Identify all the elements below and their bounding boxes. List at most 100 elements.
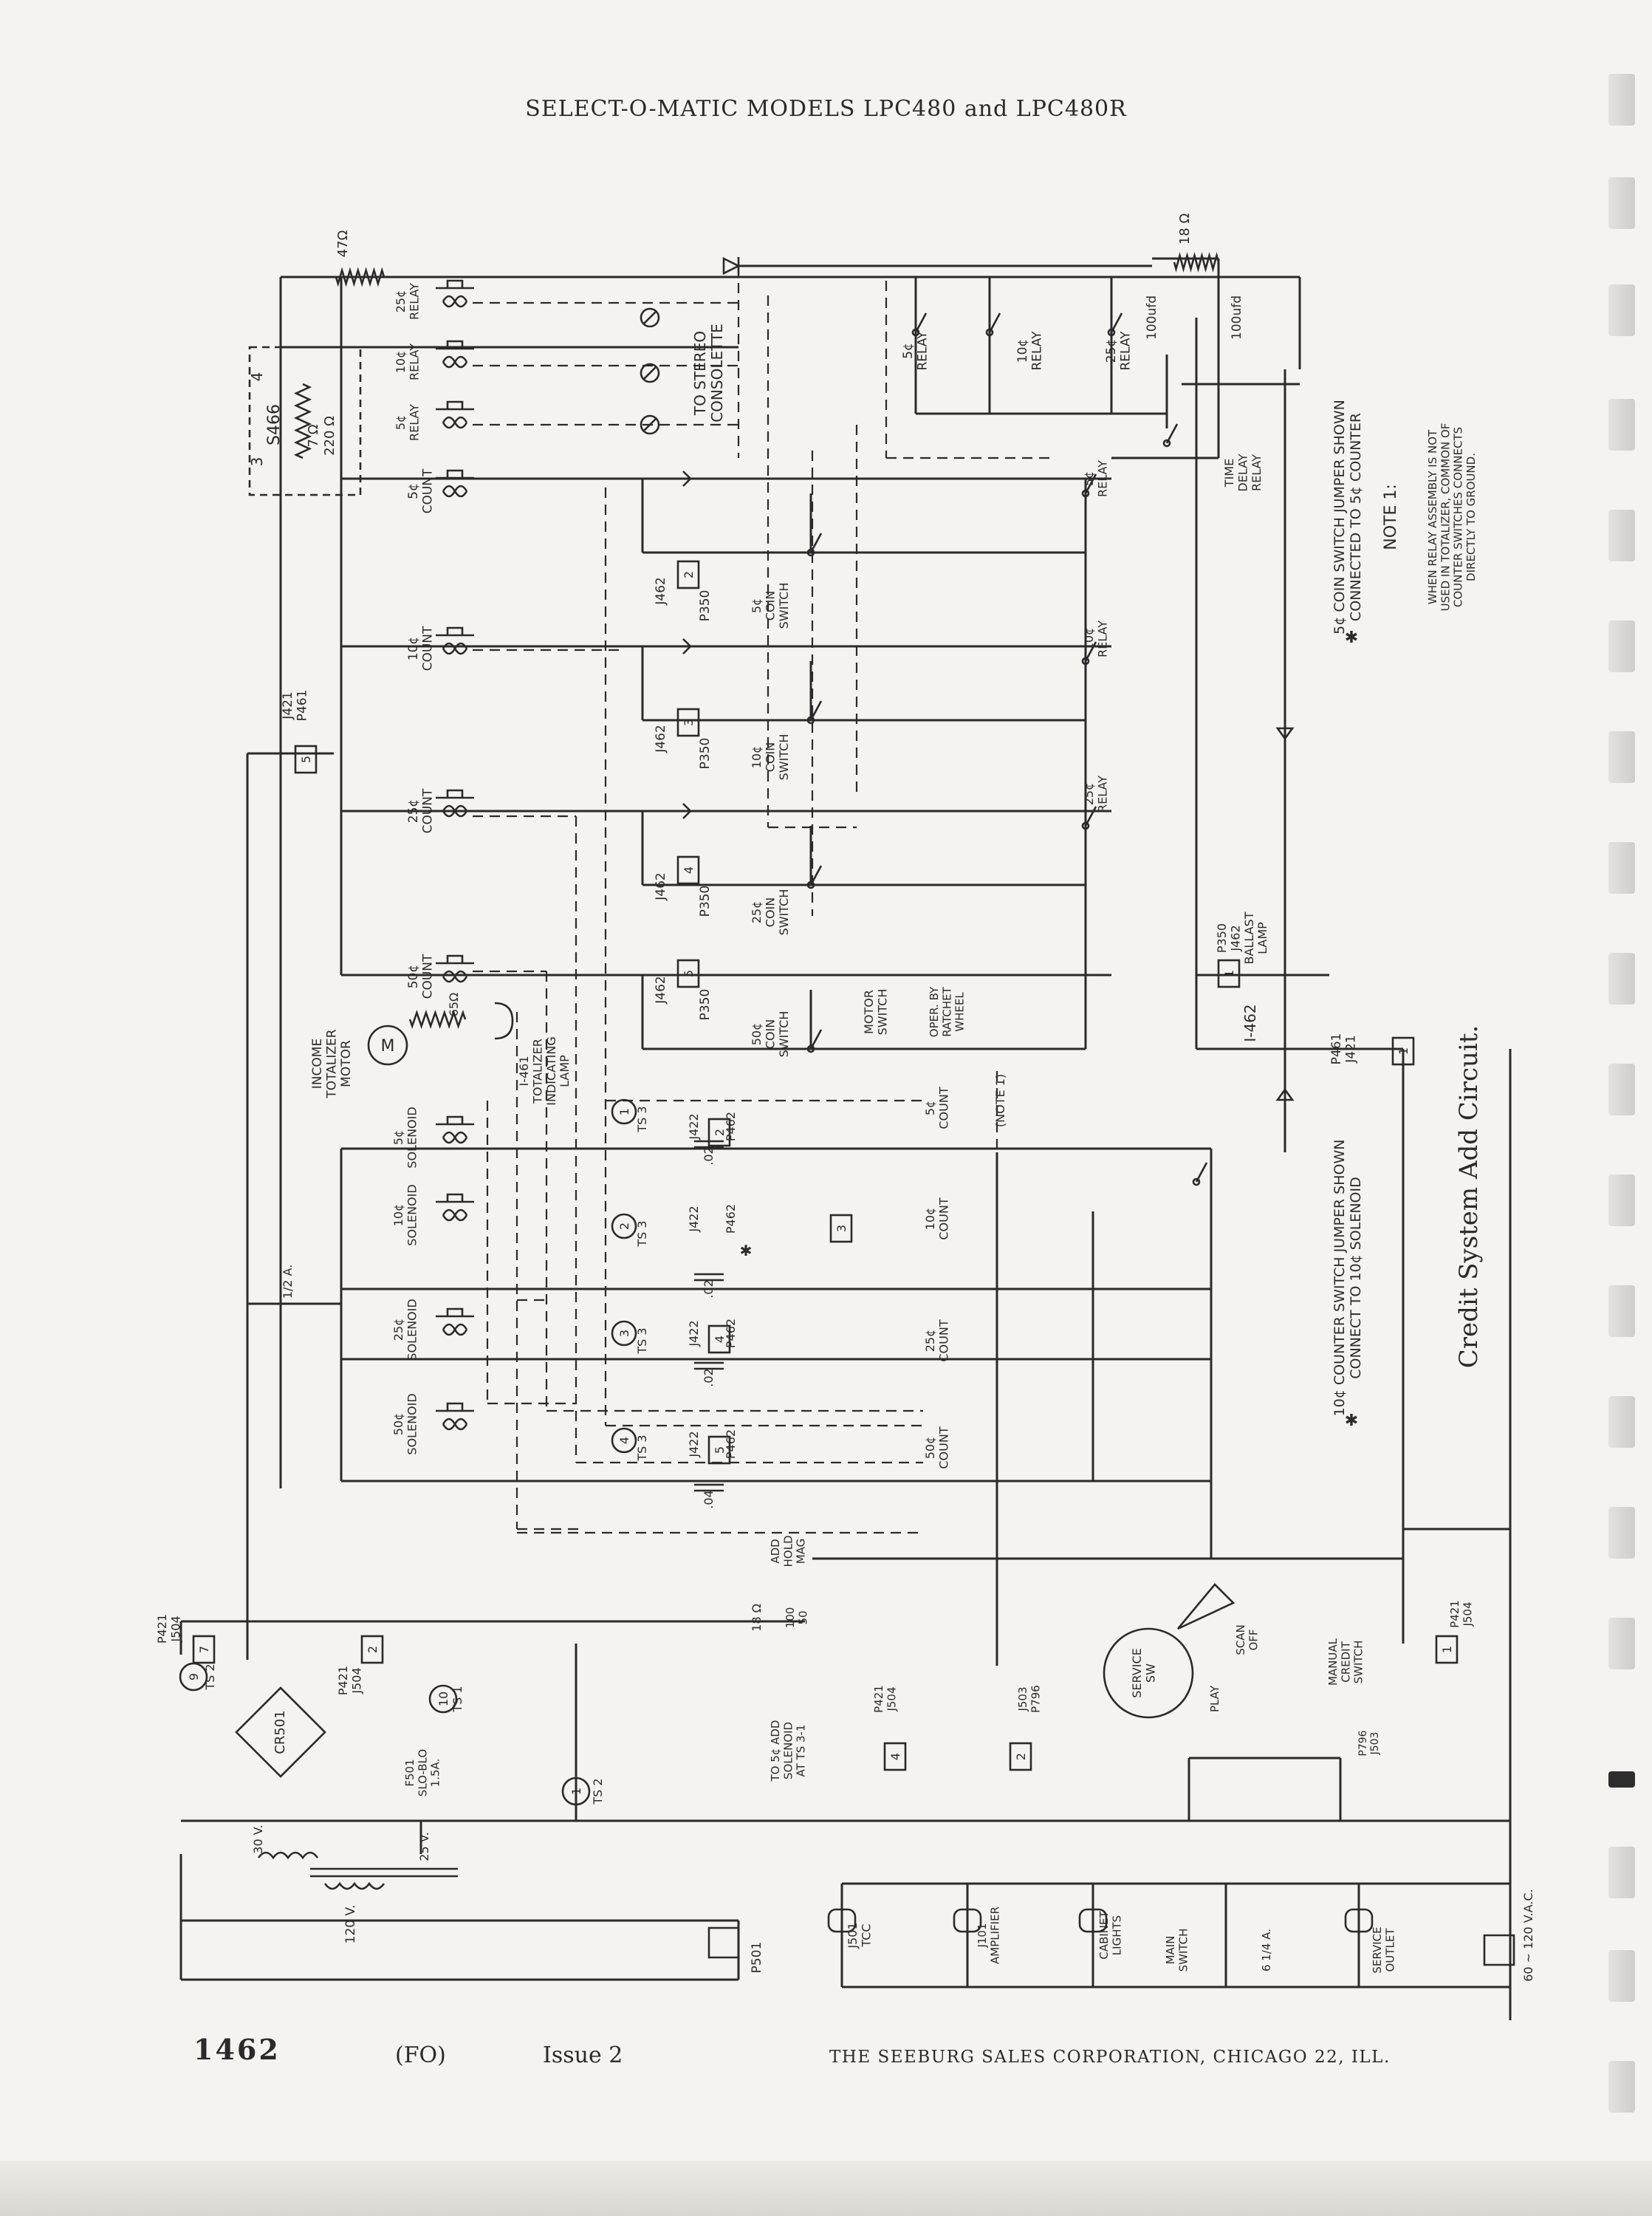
ts3-terminal-num-line: 1 bbox=[617, 1108, 631, 1115]
resistor-label-line: 7 Ω bbox=[306, 424, 321, 447]
service-switch bbox=[1103, 1627, 1194, 1719]
pin-box bbox=[707, 1324, 731, 1354]
bridge-rectifier bbox=[235, 1686, 326, 1778]
pin-box-pin: 5 bbox=[713, 1446, 727, 1454]
capacitor-label-line: 100ufd bbox=[1230, 295, 1244, 340]
footer-code: (FO) bbox=[395, 2042, 446, 2068]
coin-switch-label-line: 50¢ bbox=[750, 1023, 764, 1046]
outlet-symbol bbox=[1344, 1908, 1374, 1933]
j422-label: J422 bbox=[687, 1431, 701, 1457]
to-5c-add-label-line: TO 5¢ ADD bbox=[769, 1720, 782, 1782]
cap-02-label: .02 bbox=[702, 1368, 716, 1386]
pin-box bbox=[707, 1118, 731, 1147]
coin-switch-label-line: 10¢ bbox=[750, 746, 764, 769]
service-sw-play-line: PLAY bbox=[1208, 1685, 1221, 1712]
motor-switch-label-line: MOTOR bbox=[862, 990, 876, 1034]
i461-label-line: I-461 bbox=[517, 1056, 531, 1086]
service-sw-play: PLAY bbox=[1208, 1685, 1221, 1712]
p462-label-line: P462 bbox=[724, 1112, 738, 1141]
lower-count-label-line: 50¢ bbox=[923, 1437, 937, 1460]
relay-coil bbox=[436, 279, 474, 308]
ts3-label-line: TS 3 bbox=[635, 1106, 649, 1132]
pin-box bbox=[1009, 1742, 1032, 1771]
binder-tab bbox=[1608, 284, 1635, 336]
j462-label: J462 bbox=[654, 872, 668, 900]
manual-credit-label-line: MANUAL bbox=[1326, 1638, 1340, 1686]
coil-cap bbox=[446, 469, 464, 478]
cap-02-label-line: .02 bbox=[702, 1368, 716, 1386]
cap-02-label-line: .02 bbox=[702, 1279, 716, 1298]
solenoid-label-line: 25¢ bbox=[391, 1319, 405, 1341]
pin-box bbox=[676, 959, 700, 988]
binder-tab bbox=[1608, 399, 1635, 451]
pin-box bbox=[676, 560, 700, 589]
pin-box-pin-line: 3 bbox=[682, 719, 696, 726]
coin-switch-label-line: SWITCH bbox=[777, 889, 791, 936]
p350-label-line: P350 bbox=[698, 738, 713, 770]
count-coil bbox=[436, 469, 474, 498]
binder-tab bbox=[1608, 1507, 1635, 1559]
note1-text-line: COUNTER SWITCHES CONNECTS bbox=[1452, 427, 1465, 607]
cap-02-label: .04 bbox=[702, 1490, 716, 1508]
count-coil bbox=[436, 626, 474, 655]
coin-switch-contact-pivot bbox=[806, 548, 815, 557]
relay-contact-pivot bbox=[1081, 489, 1090, 498]
ts-label-line: TS 2 bbox=[591, 1778, 605, 1805]
solenoid-label-line: SOLENOID bbox=[405, 1184, 419, 1245]
diode bbox=[722, 256, 741, 276]
plug-p501 bbox=[707, 1926, 740, 1959]
resistor-label: 7 Ω bbox=[306, 424, 321, 447]
relay-label-line: 10¢ bbox=[1015, 339, 1030, 363]
coin-switch-contact-pivot bbox=[806, 880, 815, 889]
lower-count-label-line: COUNT bbox=[936, 1319, 950, 1361]
relay-label-line: RELAY bbox=[1095, 776, 1109, 813]
diagram-caption-line: Credit System Add Circuit. bbox=[1454, 1025, 1484, 1369]
relay-coil-label-line: RELAY bbox=[407, 283, 421, 320]
cap-02-label: .02 bbox=[702, 1279, 716, 1298]
service-outlet-label-line: OUTLET bbox=[1383, 1928, 1396, 1972]
relay-part: S466 bbox=[265, 404, 284, 445]
pin-box-pin: 1 bbox=[1396, 1047, 1411, 1055]
capacitor-label: 100ufd bbox=[1230, 295, 1244, 340]
fuse-label: 1/2 A. bbox=[281, 1265, 295, 1299]
connector-arrow bbox=[682, 638, 692, 654]
lower-count-label: 50¢COUNT bbox=[923, 1426, 950, 1468]
solenoid-label: 5¢SOLENOID bbox=[391, 1107, 419, 1168]
coil-winding bbox=[442, 485, 468, 498]
j422-label-line: J422 bbox=[687, 1206, 701, 1232]
outlet-cabinet-label-line: CABINET bbox=[1097, 1911, 1111, 1960]
resistor-label: 220 Ω bbox=[322, 416, 337, 456]
pin-box-pin-line: 4 bbox=[682, 866, 696, 874]
connector-arrow bbox=[682, 471, 692, 487]
coil-cap bbox=[446, 340, 464, 349]
count-label-line: 5¢ bbox=[406, 483, 421, 499]
cap-label-line: 100 bbox=[784, 1607, 797, 1629]
stereo-label-line: CONSOLETTE bbox=[708, 324, 726, 423]
time-delay-label-line: DELAY bbox=[1235, 454, 1250, 491]
pin-box-pin-line: 2 bbox=[682, 571, 696, 578]
pin-box-pin-line: 3 bbox=[834, 1225, 849, 1232]
relay-label: 25¢RELAY bbox=[1082, 776, 1109, 813]
to-5c-add-label-line: SOLENOID bbox=[781, 1722, 795, 1779]
binder-tab bbox=[1608, 177, 1635, 229]
coil-cap bbox=[446, 400, 464, 409]
relay-coil-label-line: 10¢ bbox=[394, 351, 408, 374]
pin-box-pin-line: 7 bbox=[197, 1646, 211, 1653]
pin-box bbox=[676, 855, 700, 885]
service-sw-scan-line: OFF bbox=[1247, 1629, 1260, 1650]
resistor-label: 18 Ω bbox=[1177, 213, 1193, 245]
coil-cap bbox=[446, 1402, 464, 1411]
count-label: 5¢COUNT bbox=[406, 468, 436, 513]
resistor-label-line: 18 Ω bbox=[750, 1604, 764, 1632]
relay-contact-pivot bbox=[1107, 328, 1116, 337]
ts1-terminal-num: 10 bbox=[436, 1692, 450, 1706]
cr501-label-line: CR501 bbox=[273, 1710, 288, 1754]
